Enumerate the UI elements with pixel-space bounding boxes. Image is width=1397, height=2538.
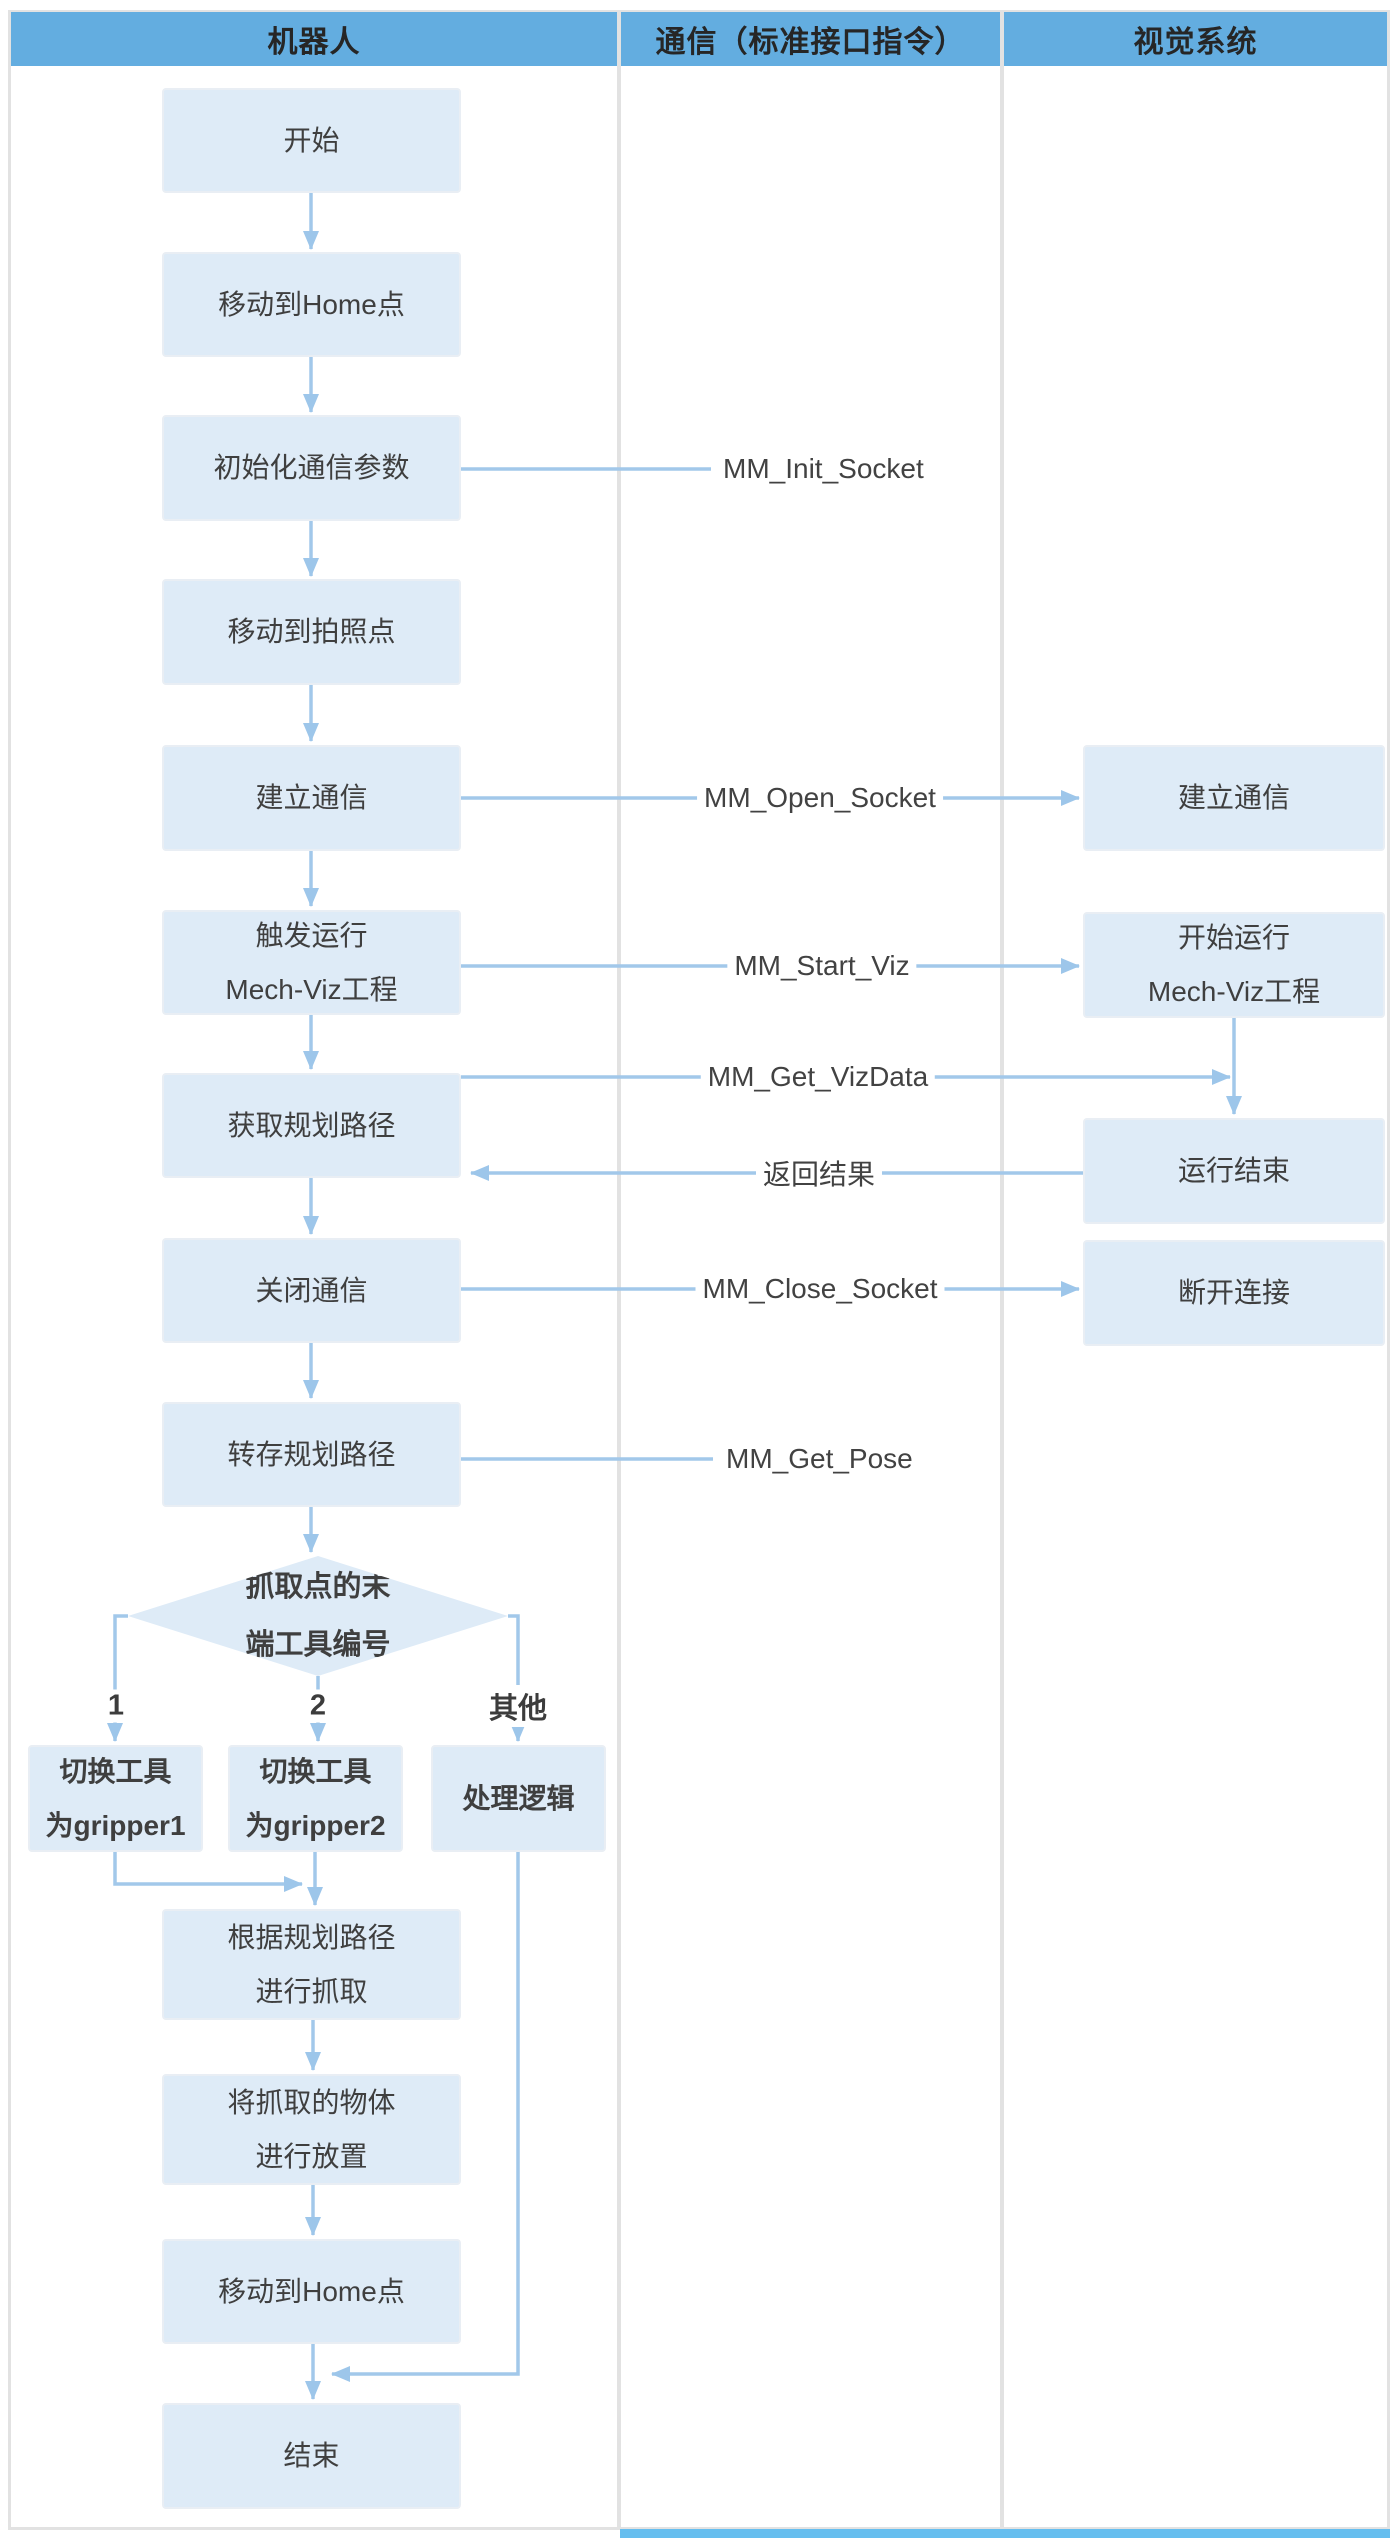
node-save-planned-path: 转存规划路径 (162, 1402, 461, 1507)
node-vision-run-done: 运行结束 (1083, 1118, 1385, 1224)
lane-header-comm: 通信（标准接口指令） (621, 12, 1000, 66)
comm-label-close-socket: MM_Close_Socket (695, 1271, 945, 1307)
comm-label-get-vizdata: MM_Get_VizData (700, 1059, 936, 1095)
node-move-home: 移动到Home点 (162, 252, 461, 357)
node-init-params: 初始化通信参数 (162, 415, 461, 521)
node-vision-start-mechviz: 开始运行 Mech-Viz工程 (1083, 912, 1385, 1018)
node-get-planned-path: 获取规划路径 (162, 1073, 461, 1178)
node-switch-gripper2: 切换工具 为gripper2 (228, 1745, 403, 1852)
comm-label-start-viz: MM_Start_Viz (727, 948, 917, 984)
footer-bar (620, 2529, 1390, 2538)
comm-label-open-socket: MM_Open_Socket (697, 780, 943, 816)
comm-label-get-pose: MM_Get_Pose (719, 1441, 920, 1477)
table-border (8, 10, 1390, 2530)
lane-header-robot: 机器人 (11, 12, 617, 66)
node-robot-open-comm: 建立通信 (162, 745, 461, 851)
node-move-photo-point: 移动到拍照点 (162, 579, 461, 685)
node-switch-gripper1: 切换工具 为gripper1 (28, 1745, 203, 1852)
node-move-home-2: 移动到Home点 (162, 2239, 461, 2344)
lane-divider-1 (617, 10, 621, 2530)
comm-label-init-socket: MM_Init_Socket (716, 451, 931, 487)
node-handle-logic: 处理逻辑 (431, 1745, 606, 1852)
node-vision-disconnect: 断开连接 (1083, 1240, 1385, 1346)
node-pick-by-path: 根据规划路径 进行抓取 (162, 1909, 461, 2020)
lane-header-vision: 视觉系统 (1004, 12, 1387, 66)
node-trigger-mechviz: 触发运行 Mech-Viz工程 (162, 910, 461, 1015)
lane-header-comm-label: 通信（标准接口指令） (655, 26, 966, 59)
node-place-object: 将抓取的物体 进行放置 (162, 2074, 461, 2185)
lane-header-vision-label: 视觉系统 (1133, 26, 1258, 59)
lane-header-robot-label: 机器人 (267, 26, 361, 59)
node-robot-close-comm: 关闭通信 (162, 1238, 461, 1343)
branch-label-other: 其他 (482, 1685, 554, 1727)
branch-label-1: 1 (101, 1689, 131, 1723)
comm-label-return-result: 返回结果 (755, 1151, 883, 1195)
node-end: 结束 (162, 2403, 461, 2509)
node-vision-open-comm: 建立通信 (1083, 745, 1385, 851)
lane-divider-2 (1000, 10, 1004, 2530)
branch-label-2: 2 (303, 1689, 333, 1723)
node-start: 开始 (162, 88, 461, 193)
